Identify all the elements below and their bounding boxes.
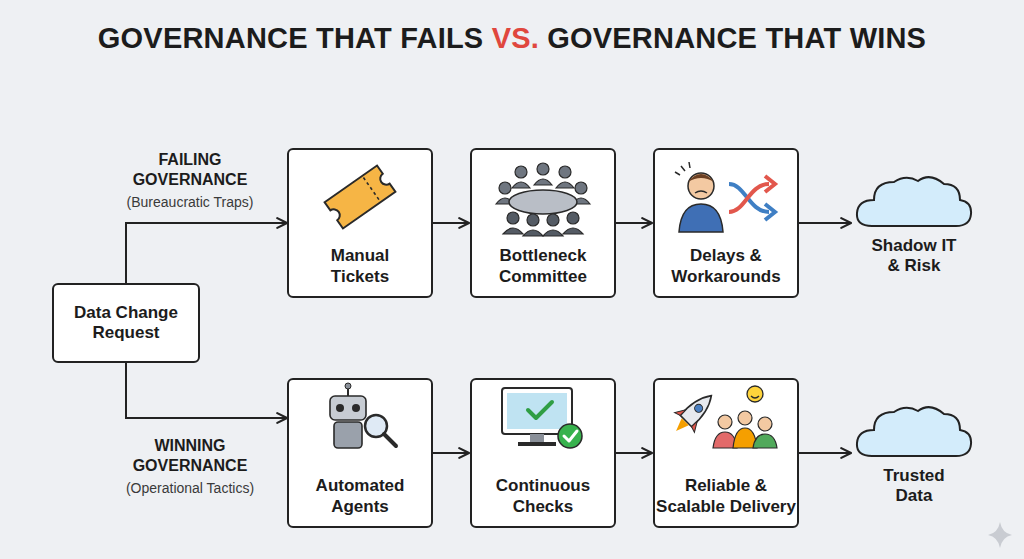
branch-label: (Operational Tactics) xyxy=(100,480,280,498)
branch-label: FAILING GOVERNANCE xyxy=(115,150,265,190)
node-label: Bottleneck Committee xyxy=(483,246,603,287)
branch-label: WINNING GOVERNANCE xyxy=(115,436,265,476)
node-label: Shadow IT & Risk xyxy=(869,236,959,277)
flow-arrow xyxy=(616,222,652,224)
monitor-icon xyxy=(502,388,582,448)
ticket-icon xyxy=(325,166,396,229)
process-box: Manual Tickets xyxy=(287,148,433,298)
cloud-node: Shadow IT & Risk xyxy=(852,172,976,292)
process-box: Data Change Request xyxy=(52,283,200,363)
cloud-shape xyxy=(852,172,976,230)
robot-icon xyxy=(330,383,396,448)
flow-arrow xyxy=(433,452,469,454)
flow-arrow xyxy=(126,223,287,283)
delay-icon xyxy=(675,162,775,232)
flow-arrow xyxy=(799,452,851,454)
node-label: Trusted Data xyxy=(869,466,959,507)
process-box: Bottleneck Committee xyxy=(470,148,616,298)
rocket-team-icon xyxy=(666,386,777,448)
process-box: Continuous Checks xyxy=(470,378,616,528)
cloud-node: Trusted Data xyxy=(852,402,976,522)
process-box: Automated Agents xyxy=(287,378,433,528)
cloud-shape xyxy=(852,402,976,460)
node-label: Manual Tickets xyxy=(305,246,415,287)
flow-arrow xyxy=(616,452,652,454)
node-label: Data Change Request xyxy=(66,303,186,344)
branch-label: (Bureaucratic Traps) xyxy=(100,194,280,212)
diagram-title: GOVERNANCE THAT FAILS VS. GOVERNANCE THA… xyxy=(0,22,1024,55)
node-label: Delays & Workarounds xyxy=(666,246,786,287)
flow-arrow xyxy=(126,363,287,418)
node-label: Continuous Checks xyxy=(483,476,603,517)
flow-arrow xyxy=(433,222,469,224)
process-box: Reliable & Scalable Delivery xyxy=(653,378,799,528)
sparkle-mark xyxy=(988,522,1012,548)
node-label: Automated Agents xyxy=(305,476,415,517)
node-label: Reliable & Scalable Delivery xyxy=(656,476,796,517)
committee-icon xyxy=(496,163,590,236)
process-box: Delays & Workarounds xyxy=(653,148,799,298)
flow-arrow xyxy=(799,222,851,224)
